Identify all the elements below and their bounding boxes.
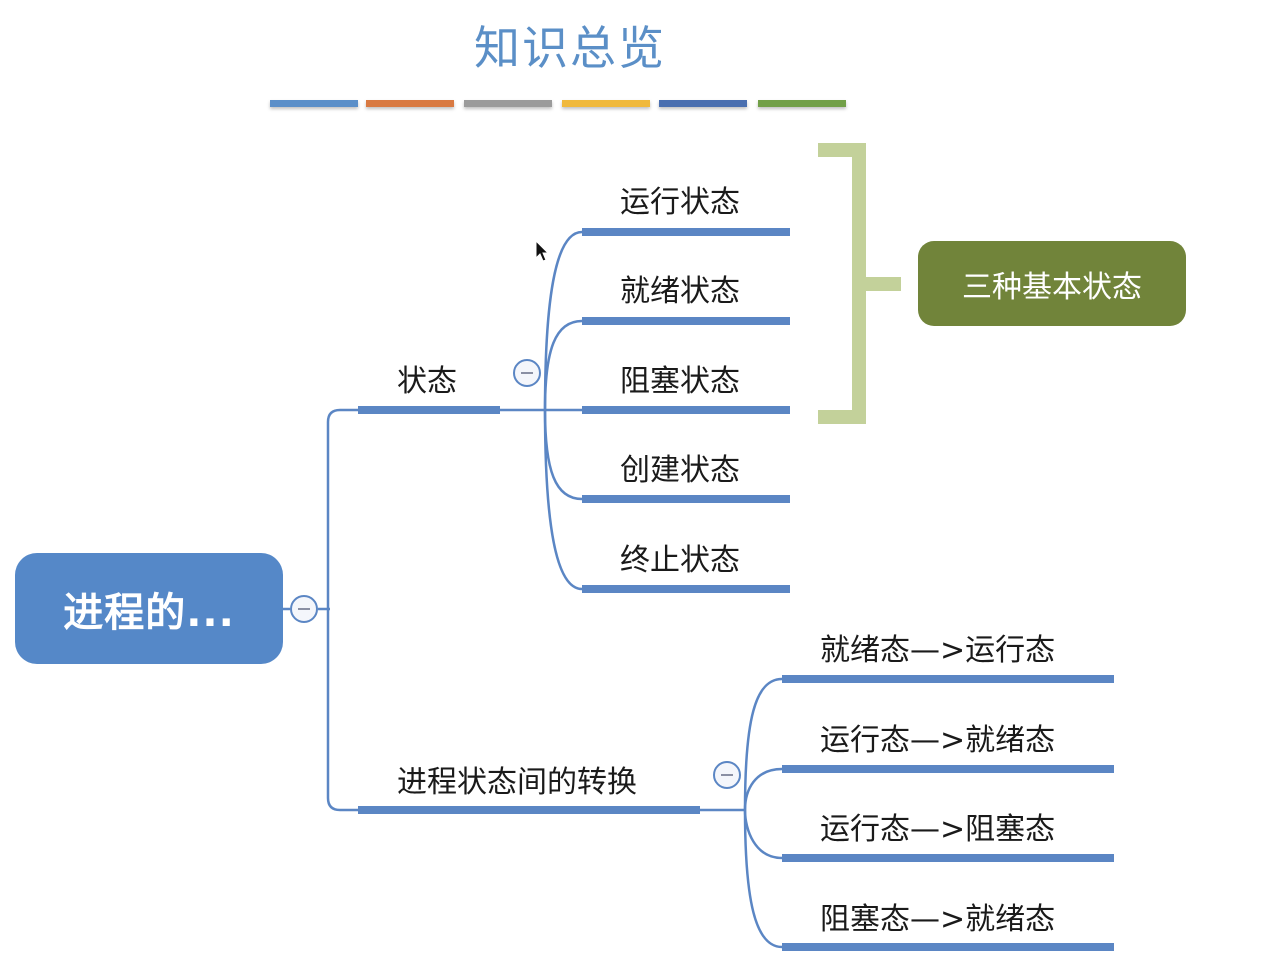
mouse-cursor-icon — [535, 240, 550, 262]
root-node[interactable]: 进程的... — [15, 553, 283, 664]
accent-bar — [366, 100, 454, 107]
child-node[interactable]: 阻塞态—>就绪态 — [820, 902, 1056, 937]
branch-underline-status — [358, 406, 500, 414]
underline-ready — [582, 317, 790, 325]
status-children-connectors — [543, 230, 583, 591]
status-children-underlines — [582, 228, 790, 593]
minus-icon — [298, 607, 310, 611]
child-node[interactable]: 运行态—>阻塞态 — [820, 812, 1056, 847]
underline-running — [582, 228, 790, 236]
transition-children-underlines — [782, 675, 1114, 951]
minus-icon — [521, 371, 533, 375]
summary-bracket — [818, 143, 901, 424]
branch-underline-transitions — [358, 806, 700, 814]
connector-ready — [543, 319, 583, 411]
underline-created — [582, 495, 790, 503]
root-node-label: 进程的... — [63, 589, 235, 636]
connector-running — [543, 230, 583, 411]
child-node[interactable]: 终止状态 — [620, 543, 740, 578]
summary-node[interactable]: 三种基本状态 — [918, 241, 1186, 326]
collapse-transitions-toggle[interactable] — [713, 761, 741, 789]
child-node[interactable]: 阻塞状态 — [620, 364, 740, 399]
child-node[interactable]: 运行状态 — [620, 185, 740, 220]
branch-label-transitions[interactable]: 进程状态间的转换 — [397, 765, 637, 800]
child-node[interactable]: 就绪态—>运行态 — [820, 633, 1056, 668]
connector-created — [543, 409, 583, 501]
accent-bar — [464, 100, 552, 107]
page-title: 知识总览 — [474, 21, 666, 75]
accent-bar — [270, 100, 358, 107]
accent-bar — [659, 100, 747, 107]
minus-icon — [721, 773, 733, 777]
underline-terminated — [582, 585, 790, 593]
branch-label-status[interactable]: 状态 — [397, 364, 457, 399]
collapse-root-toggle[interactable] — [290, 595, 318, 623]
accent-bar — [758, 100, 846, 107]
summary-node-label: 三种基本状态 — [962, 269, 1142, 305]
child-node[interactable]: 就绪状态 — [620, 274, 740, 309]
root-trunk — [326, 408, 358, 812]
child-node[interactable]: 创建状态 — [620, 453, 740, 488]
transition-children-connectors — [743, 677, 783, 949]
underline-blocked — [582, 406, 790, 414]
connector-terminated — [543, 409, 583, 591]
collapse-status-toggle[interactable] — [513, 359, 541, 387]
accent-bar — [562, 100, 650, 107]
child-node[interactable]: 运行态—>就绪态 — [820, 723, 1056, 758]
